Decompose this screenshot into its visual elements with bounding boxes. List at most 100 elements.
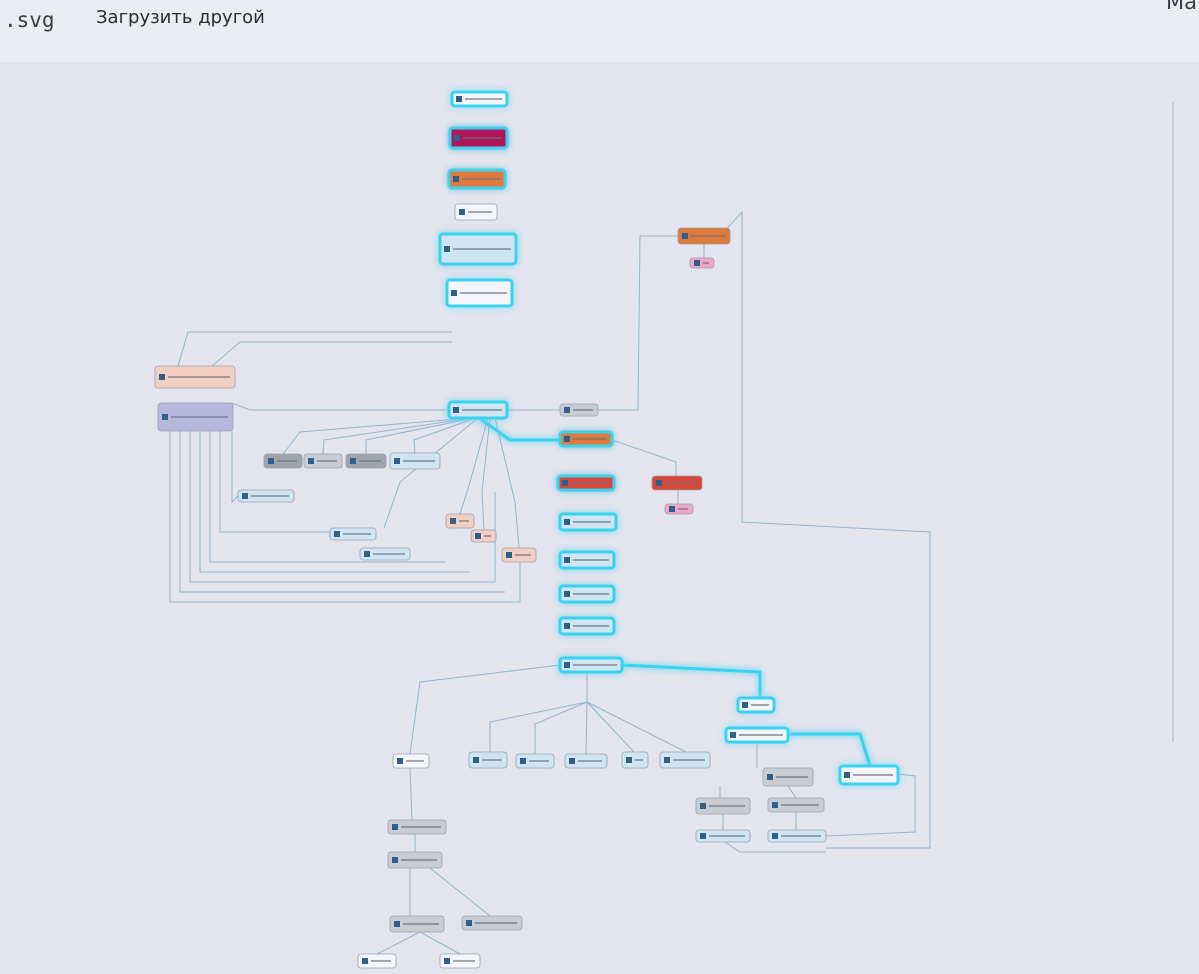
node-sub-5-label-line bbox=[251, 495, 289, 497]
node-low-3-label-line bbox=[403, 923, 439, 925]
node-sub-6-label-line bbox=[459, 520, 469, 522]
node-left-2-label-line bbox=[171, 416, 228, 418]
file-extension: .svg bbox=[4, 8, 55, 32]
edge-26 bbox=[586, 701, 635, 753]
node-step-3-icon bbox=[459, 209, 465, 215]
node-sub-6-icon bbox=[450, 518, 456, 524]
edge-10 bbox=[611, 439, 677, 476]
node-end-2-icon bbox=[444, 958, 450, 964]
node-sub-1-label-line bbox=[277, 460, 297, 462]
node-fan-1-icon bbox=[397, 758, 403, 764]
node-end-1-icon bbox=[362, 958, 368, 964]
edge-28 bbox=[409, 767, 413, 821]
node-sub-8-icon bbox=[506, 552, 512, 558]
edge-27 bbox=[586, 701, 687, 753]
node-end-2-label-line bbox=[453, 960, 475, 962]
node-top-right-end-label-line bbox=[703, 262, 709, 264]
node-right-8-label-line bbox=[781, 835, 821, 837]
node-sub-2-icon bbox=[308, 458, 314, 464]
node-fan-6-icon bbox=[664, 757, 670, 763]
edge-18 bbox=[621, 663, 762, 698]
node-sub-5-icon bbox=[242, 493, 248, 499]
node-branch-b-label-line bbox=[573, 438, 607, 440]
node-step-4-label-line bbox=[453, 248, 511, 250]
node-step-1-icon bbox=[454, 135, 460, 141]
node-sub-9-icon bbox=[334, 531, 340, 537]
node-right-2-icon bbox=[730, 732, 736, 738]
edge-56 bbox=[719, 210, 931, 849]
edge-50 bbox=[365, 417, 475, 454]
node-chain-5-label-line bbox=[573, 625, 609, 627]
node-fan-4-icon bbox=[569, 758, 575, 764]
edge-22 bbox=[409, 664, 561, 755]
node-sub-7[interactable] bbox=[470, 529, 497, 543]
node-low-4-icon bbox=[466, 920, 472, 926]
node-branch-a-label-line bbox=[573, 409, 593, 411]
node-chain-3-icon bbox=[564, 557, 570, 563]
node-step-2-icon bbox=[453, 176, 459, 182]
flowchart-svg bbox=[154, 90, 931, 969]
upload-other-link[interactable]: Загрузить другой bbox=[96, 7, 265, 28]
node-right-5-label-line bbox=[709, 805, 745, 807]
node-chain-1-icon bbox=[562, 480, 568, 486]
node-fan-1-label-line bbox=[406, 760, 424, 762]
node-chain-2-icon bbox=[564, 519, 570, 525]
node-sub-3-icon bbox=[350, 458, 356, 464]
node-top-right-end-icon bbox=[694, 260, 700, 266]
edge-23 bbox=[489, 672, 588, 752]
edge-40 bbox=[211, 341, 452, 367]
node-chain-3-label-line bbox=[573, 559, 609, 561]
node-low-1-icon bbox=[392, 824, 398, 830]
node-hub-label-line bbox=[462, 409, 502, 411]
edge-48 bbox=[282, 417, 471, 455]
edge-57 bbox=[825, 773, 916, 837]
edge-46 bbox=[219, 431, 330, 533]
node-right-4-label-line bbox=[776, 776, 808, 778]
top-bar: .svg Загрузить другой Ma bbox=[0, 0, 1199, 62]
node-end-1-label-line bbox=[371, 960, 391, 962]
node-left-1-label-line bbox=[168, 376, 230, 378]
node-split-label-line bbox=[573, 664, 617, 666]
node-sub-9-label-line bbox=[343, 533, 371, 535]
diagram-canvas[interactable] bbox=[0, 62, 1199, 974]
node-fan-3-icon bbox=[520, 758, 526, 764]
node-start-label-line bbox=[465, 98, 502, 100]
edge-33 bbox=[419, 931, 461, 955]
node-low-2-label-line bbox=[401, 859, 437, 861]
node-left-2-icon bbox=[162, 414, 168, 420]
edge-51 bbox=[413, 417, 477, 454]
node-step-5-icon bbox=[451, 290, 457, 296]
node-top-right-end[interactable] bbox=[689, 257, 715, 269]
edge-42 bbox=[179, 431, 505, 593]
node-sub-1-icon bbox=[268, 458, 274, 464]
nodes-layer bbox=[154, 90, 900, 969]
node-branch-a-icon bbox=[564, 407, 570, 413]
edge-39 bbox=[177, 331, 452, 367]
edge-45 bbox=[209, 431, 446, 563]
node-step-1-label-line bbox=[463, 137, 502, 139]
node-step-5-label-line bbox=[460, 292, 507, 294]
node-split-icon bbox=[564, 662, 570, 668]
edge-32 bbox=[376, 931, 421, 955]
node-low-4-label-line bbox=[475, 922, 517, 924]
node-right-4-icon bbox=[767, 774, 773, 780]
node-sub-4-label-line bbox=[403, 460, 435, 462]
scrollbar-track[interactable] bbox=[1172, 102, 1174, 742]
edge-53 bbox=[459, 417, 489, 515]
edge-41 bbox=[169, 431, 521, 603]
edge-47 bbox=[231, 431, 239, 504]
top-right-label: Ma bbox=[1166, 0, 1197, 14]
node-top-right-icon bbox=[682, 233, 688, 239]
edge-20 bbox=[788, 732, 872, 767]
edge-54 bbox=[481, 417, 491, 531]
edge-58 bbox=[721, 839, 826, 853]
node-branch-c-end-icon bbox=[669, 506, 675, 512]
edge-25 bbox=[585, 701, 588, 755]
node-right-3-icon bbox=[844, 772, 850, 778]
edges-layer bbox=[169, 106, 931, 955]
node-fan-5-icon bbox=[626, 757, 632, 763]
edge-31 bbox=[429, 867, 491, 917]
node-sub-3-label-line bbox=[359, 460, 381, 462]
node-hub-icon bbox=[453, 407, 459, 413]
node-right-3-label-line bbox=[853, 774, 893, 776]
